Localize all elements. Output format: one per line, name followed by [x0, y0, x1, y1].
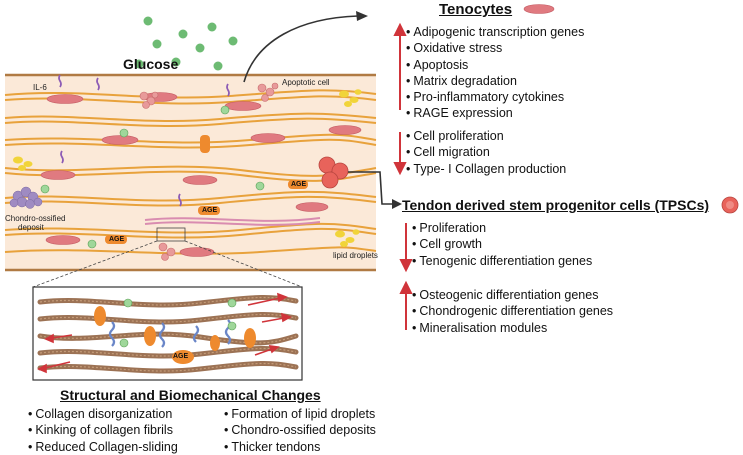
- tpsc-down-list: Proliferation Cell growth Tenogenic diff…: [412, 220, 592, 269]
- tissue-tenocytes: [40, 92, 362, 257]
- lipid-droplets: [13, 89, 362, 247]
- tension-arrows: [37, 292, 292, 374]
- list-item: RAGE expression: [406, 105, 584, 121]
- age-label: AGE: [291, 181, 307, 188]
- il6-cytokine-icon: [58, 74, 230, 207]
- list-item: Cell migration: [406, 144, 566, 160]
- apoptotic-label: Apoptotic cell: [282, 78, 330, 87]
- list-item: Formation of lipid droplets: [224, 406, 376, 422]
- list-item: Oxidative stress: [406, 40, 584, 56]
- glucose-label: Glucose: [123, 56, 179, 72]
- list-item: Reduced Collagen-sliding: [28, 439, 177, 455]
- il6-label: IL-6: [33, 83, 47, 92]
- list-item: Cell growth: [412, 236, 592, 252]
- regulation-arrows: [393, 22, 413, 330]
- tissue-collagen-fibers: [4, 89, 377, 255]
- lipid-label: lipid droplets: [333, 251, 378, 260]
- list-item: Matrix degradation: [406, 73, 584, 89]
- age-label: AGE: [109, 236, 125, 243]
- tpsc-connector-arrow: [348, 171, 394, 205]
- glucose-dots: [134, 16, 238, 71]
- tissue-age-markers: [105, 135, 308, 244]
- chondro-label-1: Chondro-ossified: [5, 214, 66, 223]
- list-item: Tenogenic differentiation genes: [412, 253, 592, 269]
- list-item: Pro-inflammatory cytokines: [406, 89, 584, 105]
- age-label: AGE: [202, 207, 218, 214]
- structural-col2: Formation of lipid droplets Chondro-ossi…: [224, 406, 376, 455]
- list-item: Chondrogenic differentiation genes: [412, 303, 613, 319]
- zoom-small-markers: [119, 298, 237, 348]
- chondro-label-2: deposit: [18, 223, 44, 232]
- list-item: Cell proliferation: [406, 128, 566, 144]
- tissue-stem-cells: [318, 156, 349, 189]
- structural-col1: Collagen disorganization Kinking of coll…: [28, 406, 178, 455]
- list-item: Type- I Collagen production: [406, 161, 566, 177]
- tenocyte-cell-icon: [523, 4, 555, 14]
- list-item: Thicker tendons: [224, 439, 376, 455]
- tenocytes-curve-arrow: [243, 15, 359, 83]
- tenocytes-down-list: Cell proliferation Cell migration Type- …: [406, 128, 566, 177]
- apoptotic-cells: [139, 82, 279, 261]
- list-item: Osteogenic differentiation genes: [412, 287, 613, 303]
- tissue-small-age: [40, 105, 265, 249]
- age-label: AGE: [173, 353, 189, 360]
- zoom-guides: [32, 227, 303, 288]
- list-item: Mineralisation modules: [412, 320, 613, 336]
- list-item: Collagen disorganization: [28, 406, 178, 422]
- tenocytes-up-list: Adipogenic transcription genes Oxidative…: [406, 24, 584, 122]
- structural-title: Structural and Biomechanical Changes: [60, 387, 321, 403]
- list-item: Apoptosis: [406, 57, 584, 73]
- list-item: Proliferation: [412, 220, 592, 236]
- tpsc-up-list: Osteogenic differentiation genes Chondro…: [412, 287, 613, 336]
- list-item: Kinking of collagen fibrils: [28, 422, 178, 438]
- list-item: Chondro-ossified deposits: [224, 422, 376, 438]
- chondro-deposit: [9, 186, 43, 209]
- tenocytes-title: Tenocytes: [439, 1, 513, 18]
- zoom-age-markers: [94, 306, 256, 364]
- list-item: Adipogenic transcription genes: [406, 24, 584, 40]
- tpsc-title: Tendon derived stem progenitor cells (TP…: [402, 197, 710, 213]
